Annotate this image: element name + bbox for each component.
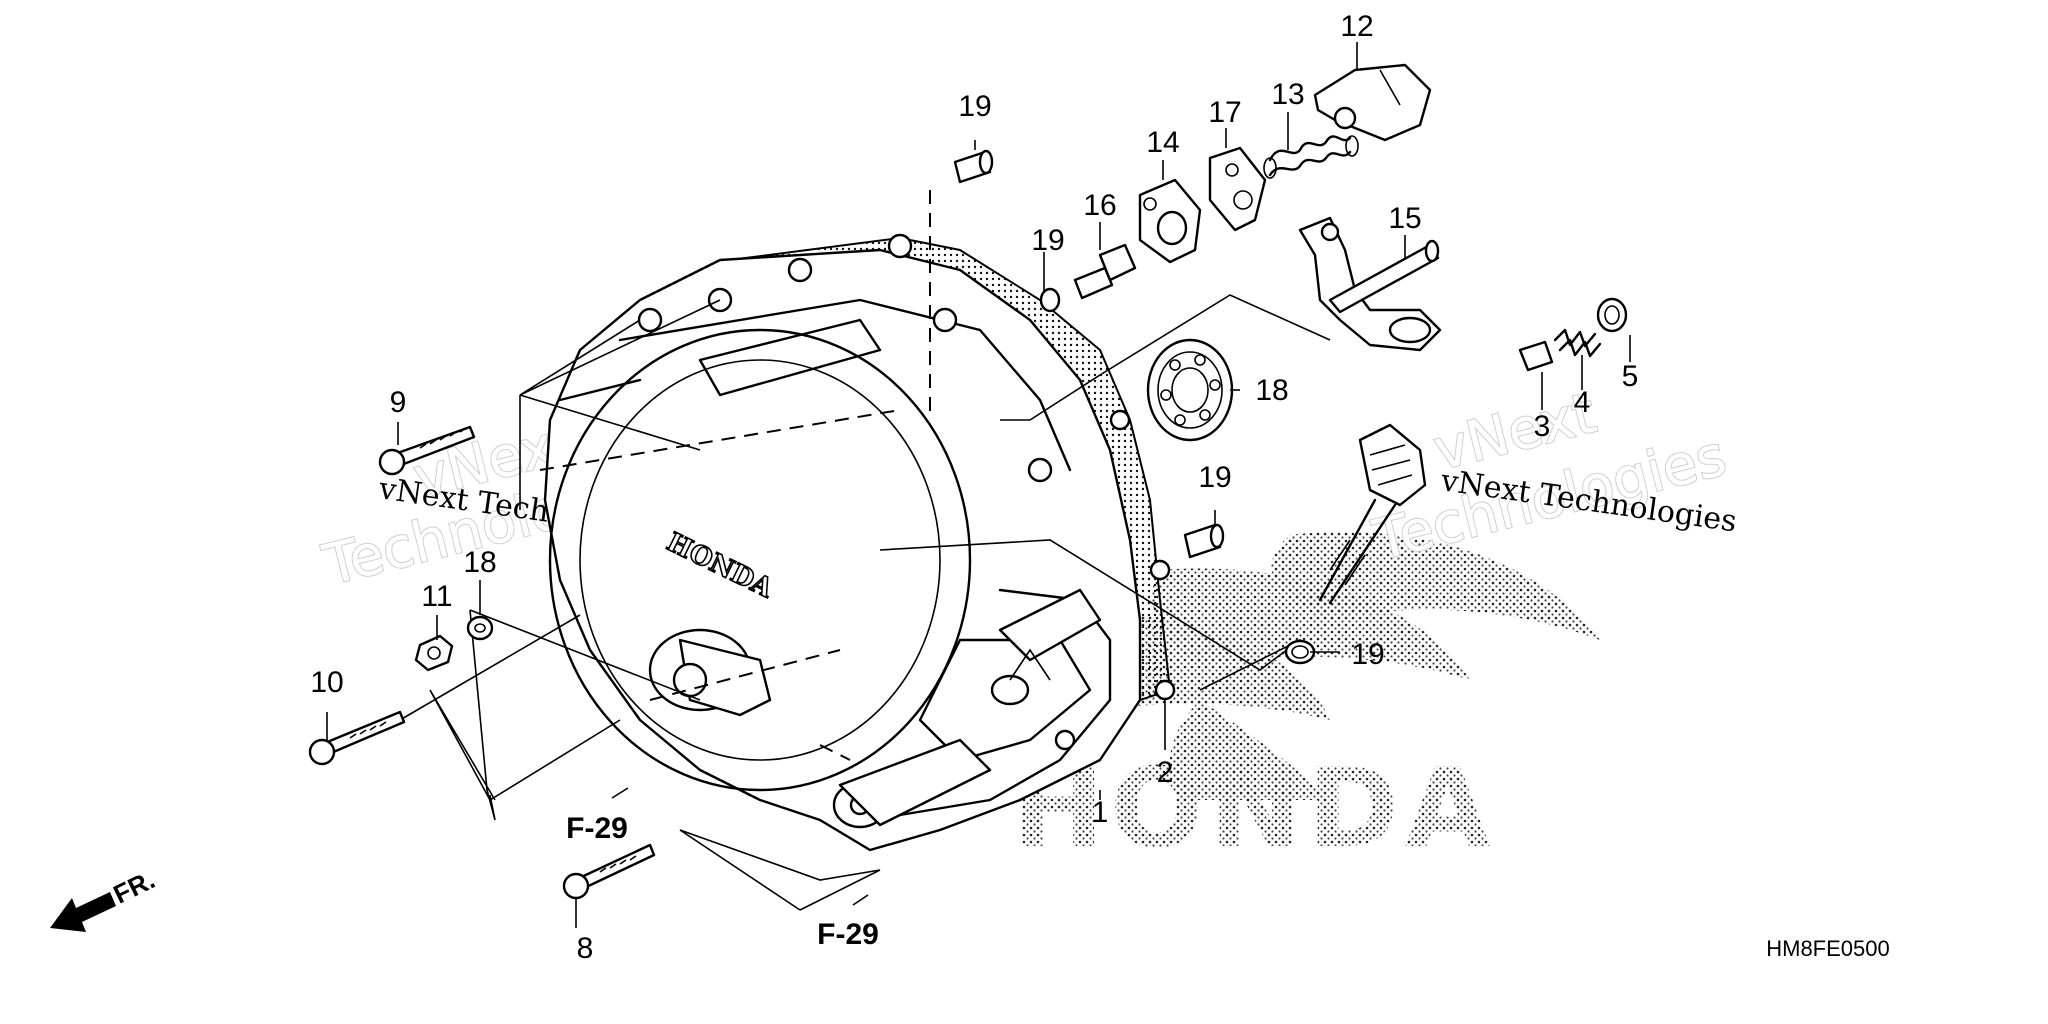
dowel-pin-18-top (953, 149, 994, 184)
front-label: FR. (109, 864, 160, 909)
nut-17 (414, 634, 454, 672)
callout-18-mid: 19 (1198, 461, 1231, 494)
callout-4: 4 (1574, 386, 1591, 419)
spring-8 (1263, 135, 1359, 179)
callout-numbers: 12 13 17 14 19 16 19 15 18 3 4 5 19 19 2… (310, 10, 1638, 965)
callout-18-top: 19 (958, 90, 991, 123)
bolt-19-lower (562, 843, 656, 900)
shift-arm-10 (1298, 216, 1442, 352)
washer-15 (1039, 287, 1061, 313)
callout-3: 3 (1534, 410, 1551, 443)
callout-12: 17 (1208, 96, 1241, 129)
front-direction-arrow: FR. (50, 864, 159, 932)
callout-5: 5 (1622, 360, 1639, 393)
diagram-code: HM8FE0500 (1766, 936, 1890, 961)
bolt-19-left (308, 710, 406, 766)
dowel-pin-18-mid (1183, 523, 1225, 559)
reference-f29-bottom: F-29 (817, 918, 879, 951)
callout-19-left: 10 (310, 666, 343, 699)
callout-19-upper: 9 (390, 386, 407, 419)
oil-dipstick (1318, 423, 1427, 605)
callout-15: 19 (1031, 224, 1064, 257)
callout-11: 16 (1083, 189, 1116, 222)
cam-plate-7 (1313, 63, 1432, 142)
reference-f29-left: F-29 (566, 812, 628, 845)
callout-7: 12 (1340, 10, 1373, 43)
plate-9 (1138, 178, 1202, 264)
callout-17: 11 (421, 580, 452, 613)
washer-13 (466, 615, 494, 641)
callout-13: 18 (463, 546, 496, 579)
bolt-19-upper (378, 425, 476, 476)
callout-14: 18 (1255, 374, 1288, 407)
bolt-3 (1518, 340, 1554, 372)
o-ring-16 (1284, 639, 1316, 665)
plug-5 (1596, 297, 1628, 333)
callout-16: 19 (1351, 638, 1384, 671)
callout-2: 2 (1157, 756, 1174, 789)
callout-19-lower: 8 (577, 932, 594, 965)
callout-10: 15 (1388, 202, 1421, 235)
right-crankcase-cover: HONDA (539, 190, 1176, 852)
callout-9: 14 (1146, 126, 1179, 159)
callout-8: 13 (1271, 78, 1304, 111)
spring-4 (1553, 328, 1602, 358)
plate-12 (1208, 146, 1267, 232)
leader-lines (399, 294, 1331, 911)
callout-1: 1 (1092, 796, 1109, 829)
callout-leaders (326, 42, 1631, 928)
bolt-11 (1073, 243, 1137, 300)
bearing-14 (1146, 338, 1234, 442)
